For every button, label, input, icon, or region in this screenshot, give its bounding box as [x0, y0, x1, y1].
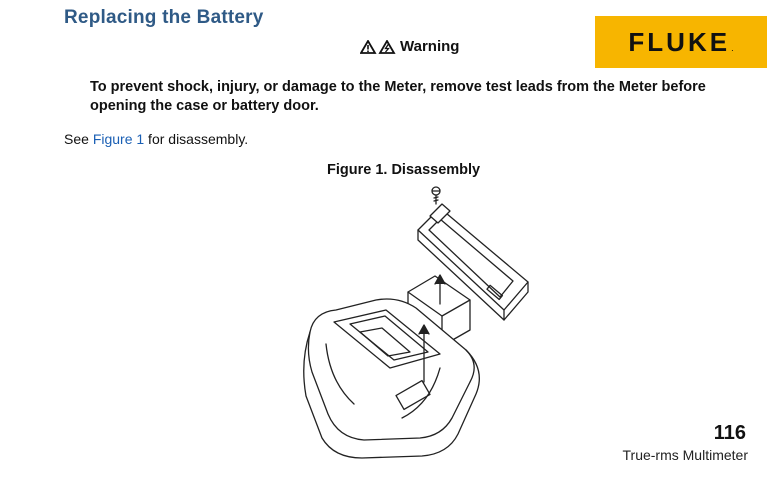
warning-triangle-icon [360, 39, 396, 54]
logo-text: FLUKE [628, 26, 731, 57]
see-figure-text: See Figure 1 for disassembly. [64, 131, 248, 147]
insert-arrow-icon [418, 324, 430, 383]
meter-body-icon [303, 298, 480, 459]
disassembly-illustration [303, 186, 529, 459]
fluke-logo: FLUKE . [595, 16, 767, 68]
warning-heading: Warning [360, 38, 459, 55]
screw-icon [431, 186, 441, 205]
warning-title: Warning [400, 38, 460, 55]
see-suffix: for disassembly. [144, 131, 249, 147]
section-heading: Replacing the Battery [64, 7, 264, 28]
lift-arrow-icon [434, 274, 446, 305]
see-prefix: See [64, 131, 93, 147]
warning-text: To prevent shock, injury, or damage to t… [90, 79, 706, 114]
figure-caption: Figure 1. Disassembly [327, 162, 481, 178]
battery-door-icon [417, 203, 529, 321]
product-name: True-rms Multimeter [622, 447, 749, 463]
page-number: 116 [713, 422, 746, 444]
figure-1-link[interactable]: Figure 1 [92, 131, 145, 147]
logo-dot: . [731, 43, 734, 53]
